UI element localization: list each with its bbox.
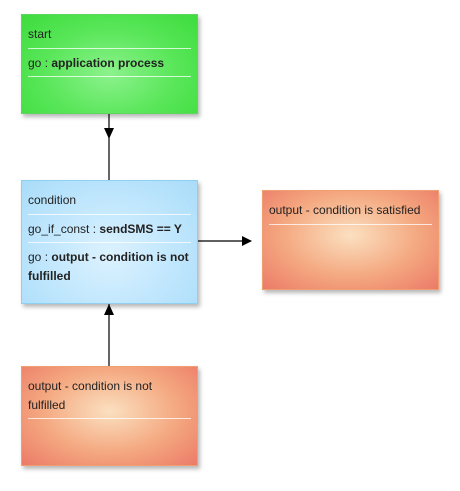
node-condition-key1: go_if_const [28,221,90,236]
node-start-value: application process [51,55,165,70]
node-start-key: go [28,55,42,70]
node-output-not-fulfilled-title-row: output - condition is not fulfilled [28,375,191,420]
node-condition-separator1: : [89,221,100,236]
node-start-title: start [28,27,52,41]
node-condition[interactable]: condition go_if_const : sendSMS == Y go … [21,180,198,304]
node-condition-title-row: condition [28,189,191,215]
node-output-not-fulfilled-title: output - condition is not fulfilled [28,379,153,412]
node-output-satisfied-title: output - condition is satisfied [269,203,421,217]
node-condition-value1: sendSMS == Y [99,221,182,236]
edge-start-to-condition-arrowhead [104,128,114,139]
node-start-separator: : [41,55,52,70]
node-condition-key2: go [28,250,42,265]
node-condition-separator2: : [41,250,52,265]
node-condition-title: condition [28,193,77,207]
node-start-title-row: start [28,23,191,49]
node-start[interactable]: start go : application process [21,14,198,114]
edge-output-not-fulfilled-to-condition-arrowhead [104,304,114,315]
node-output-not-fulfilled[interactable]: output - condition is not fulfilled [21,366,198,466]
node-condition-go-row: go : output - condition is not fulfilled [28,246,191,289]
node-output-satisfied[interactable]: output - condition is satisfied [262,190,439,290]
node-output-satisfied-title-row: output - condition is satisfied [269,199,432,225]
node-condition-value2: output - condition is not fulfilled [28,250,189,283]
node-start-go-row: go : application process [28,52,191,78]
node-condition-go-if-const-row: go_if_const : sendSMS == Y [28,218,191,244]
